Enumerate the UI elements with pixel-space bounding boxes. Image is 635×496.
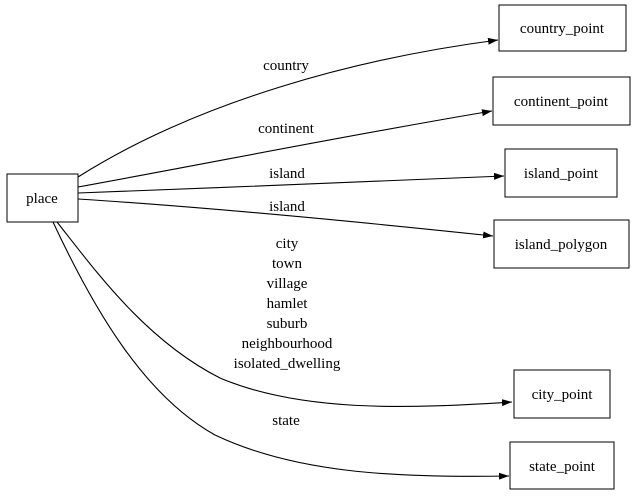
edge-label-city: city bbox=[276, 236, 299, 252]
node-state-point-box bbox=[509, 441, 615, 490]
edge-place-island_point bbox=[77, 172, 505, 194]
edge-label-island-point: island bbox=[269, 166, 305, 182]
node-continent-point-label: continent_point bbox=[514, 94, 609, 110]
node-place: place bbox=[6, 173, 79, 223]
node-island-polygon-label: island_polygon bbox=[515, 237, 608, 253]
node-city-point-box bbox=[513, 369, 611, 419]
edge-place-continent_point bbox=[77, 109, 493, 188]
edge-place-island_polygon bbox=[77, 198, 494, 239]
node-island-point: island_point bbox=[504, 148, 618, 198]
node-city-point: city_point bbox=[513, 369, 611, 419]
edge-place-country_point bbox=[77, 37, 499, 178]
edge-label-village: village bbox=[267, 276, 308, 292]
node-country-point: country_point bbox=[498, 4, 627, 52]
node-continent-point: continent_point bbox=[492, 76, 631, 126]
edge-place-city_point bbox=[56, 221, 513, 407]
node-continent-point-box bbox=[492, 76, 631, 126]
node-state-point: state_point bbox=[509, 441, 615, 490]
node-island-point-label: island_point bbox=[524, 166, 599, 182]
edge-label-hamlet: hamlet bbox=[267, 296, 309, 312]
node-country-point-label: country_point bbox=[520, 21, 605, 37]
node-place-label: place bbox=[26, 191, 58, 207]
node-island-polygon: island_polygon bbox=[493, 219, 630, 269]
node-place-box bbox=[6, 173, 79, 223]
node-city-point-label: city_point bbox=[532, 387, 594, 403]
node-island-polygon-box bbox=[493, 219, 630, 269]
edge-label-island-polygon: island bbox=[269, 199, 305, 215]
edge-label-continent: continent bbox=[258, 121, 315, 137]
edge-label-suburb: suburb bbox=[267, 316, 308, 332]
edge-label-state: state bbox=[272, 413, 300, 429]
edge-label-town: town bbox=[272, 256, 303, 272]
node-country-point-box bbox=[498, 4, 627, 52]
edge-label-city-group: city town village hamlet suburb neighbou… bbox=[234, 236, 341, 372]
edge-label-isolated-dwelling: isolated_dwelling bbox=[234, 356, 341, 372]
node-island-point-box bbox=[504, 148, 618, 198]
edge-label-country: country bbox=[263, 58, 309, 74]
node-state-point-label: state_point bbox=[529, 459, 596, 475]
edge-place-state_point bbox=[52, 221, 510, 480]
edge-label-neighbourhood: neighbourhood bbox=[242, 336, 333, 352]
